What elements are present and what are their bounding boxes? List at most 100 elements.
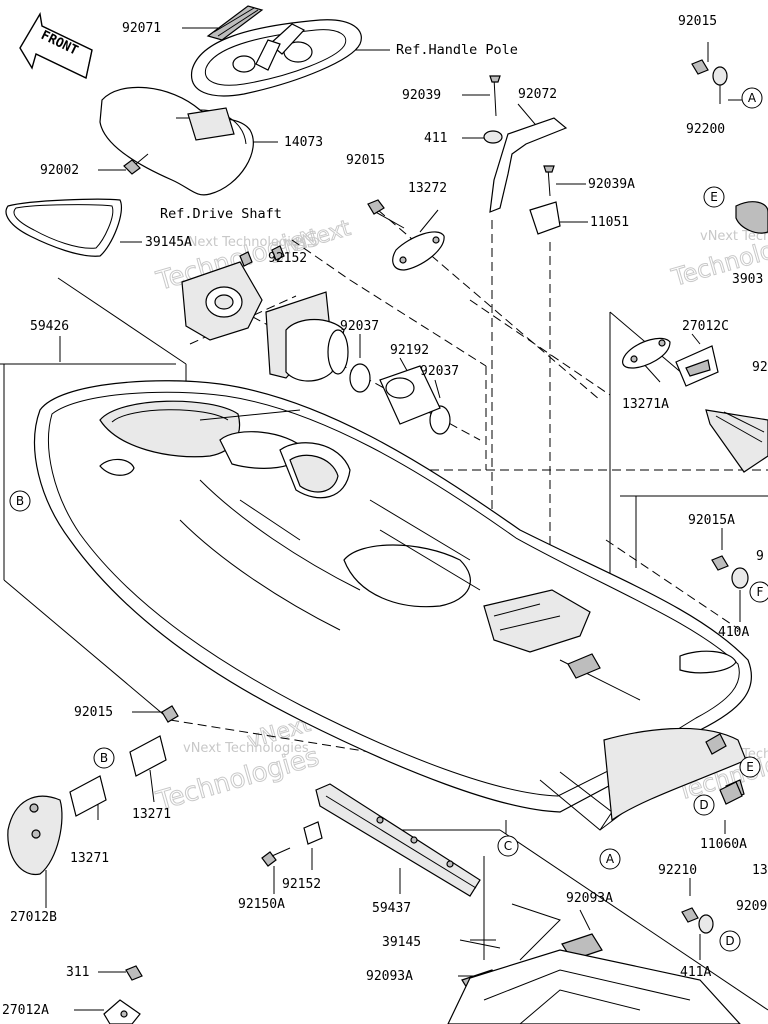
callout-B: B (9, 490, 31, 512)
part-27012C-bracket (675, 345, 719, 387)
part-label: 411A (680, 965, 711, 980)
watermark-text: vNext Technologies (700, 229, 768, 244)
part-92015-top-nut (691, 59, 728, 86)
callout-C: C (497, 835, 519, 857)
part-label: 27012B (10, 910, 57, 925)
part-label: 59426 (30, 319, 69, 334)
part-label: 9209 (736, 899, 767, 914)
callout-letter: D (699, 798, 708, 812)
part-label: 311 (66, 965, 89, 980)
part-label: 39145A (145, 235, 192, 250)
part-92015A-nut (711, 555, 749, 589)
callout-F: F (749, 581, 768, 603)
watermark-text: vNext Technologies (180, 235, 306, 250)
part-92152-collar (261, 821, 323, 867)
ref-handle-pole: Ref.Handle Pole (396, 42, 518, 58)
callout-letter: E (710, 190, 718, 204)
part-bottom-plate (447, 949, 741, 1024)
part-92210-nut (681, 907, 714, 934)
callout-A: A (741, 87, 763, 109)
part-side-rail-right (705, 409, 768, 473)
part-27012A-bracket (103, 965, 143, 1024)
part-92039A-bolt (543, 165, 555, 197)
part-label: 92015A (688, 513, 735, 528)
part-label: 92093A (366, 969, 413, 984)
part-label: 13271 (70, 851, 109, 866)
part-92072-bracket (489, 117, 568, 213)
part-label: 27012C (682, 319, 729, 334)
part-label: 92200 (686, 122, 725, 137)
part-39145-strip (459, 903, 561, 961)
ref-drive-shaft: Ref.Drive Shaft (160, 206, 282, 222)
callout-letter: B (16, 494, 24, 508)
part-label: 92 (752, 360, 768, 375)
part-92037-clamps (349, 363, 451, 435)
callout-A: A (599, 848, 621, 870)
part-label: 92152 (282, 877, 321, 892)
callouts: A E B F B E D C (9, 87, 768, 952)
part-13271A-pad (622, 337, 671, 369)
part-13272-pad (392, 231, 445, 271)
part-14073-cover (99, 86, 254, 196)
watermark-text: vNext Technologies (183, 741, 309, 756)
part-label: 92210 (658, 863, 697, 878)
part-label: 92192 (390, 343, 429, 358)
part-411-washer (483, 130, 503, 144)
part-label: 92037 (340, 319, 379, 334)
part-label: 92015 (678, 14, 717, 29)
callout-letter: A (606, 852, 615, 866)
callout-D: D (693, 794, 715, 816)
part-92071-grip (206, 5, 264, 41)
part-label: 92037 (420, 364, 459, 379)
callout-letter: C (504, 839, 512, 853)
hull-body (34, 380, 753, 831)
part-label: 92015 (74, 705, 113, 720)
part-label: 39145 (382, 935, 421, 950)
part-label: 92071 (122, 21, 161, 36)
part-59437-rail (315, 783, 481, 897)
callout-B: B (93, 747, 115, 769)
reference-labels: Ref.Handle Pole Ref.Drive Shaft (160, 42, 518, 222)
part-92039-bolt (489, 75, 501, 117)
part-label: 92002 (40, 163, 79, 178)
part-label: 92150A (238, 897, 285, 912)
front-arrow-icon: FRONT (19, 11, 93, 80)
part-drive-shaft-housing (181, 261, 263, 341)
part-13271-pads (69, 705, 179, 817)
part-label: 410A (718, 625, 749, 640)
callout-D: D (719, 930, 741, 952)
part-92002-bolt (123, 153, 149, 175)
callout-E: E (703, 186, 725, 208)
part-label: 13272 (408, 181, 447, 196)
part-92152-bolts (239, 245, 285, 267)
callout-letter: A (748, 91, 757, 105)
part-duct (265, 291, 349, 382)
part-handle-pole-cover (191, 19, 362, 97)
part-11051-bracket (529, 201, 561, 235)
part-label: 59437 (372, 901, 411, 916)
part-label: 92152 (268, 251, 307, 266)
part-11060A-clip (719, 781, 743, 805)
part-label: 3903 (732, 272, 763, 287)
part-label: 92015 (346, 153, 385, 168)
part-label: 92093A (566, 891, 613, 906)
part-label: 14073 (284, 135, 323, 150)
part-labels: 92071 92015 92200 92039 92072 14073 411 … (2, 14, 768, 1018)
part-label: 411 (424, 131, 447, 146)
part-label: 92072 (518, 87, 557, 102)
callout-letter: F (757, 585, 764, 599)
part-39145A-seal (5, 198, 122, 257)
callout-letter: B (100, 751, 108, 765)
part-label: 13 (752, 863, 768, 878)
part-label: 9 (756, 549, 764, 564)
part-label: 11051 (590, 215, 629, 230)
part-label: 92039 (402, 88, 441, 103)
part-27012B-bracket (7, 795, 63, 876)
part-92192-hose (379, 365, 441, 425)
callout-letter: D (725, 934, 734, 948)
part-label: 13271A (622, 397, 669, 412)
callout-E: E (739, 756, 761, 778)
part-label: 92039A (588, 177, 635, 192)
part-92015-nut (367, 199, 385, 215)
